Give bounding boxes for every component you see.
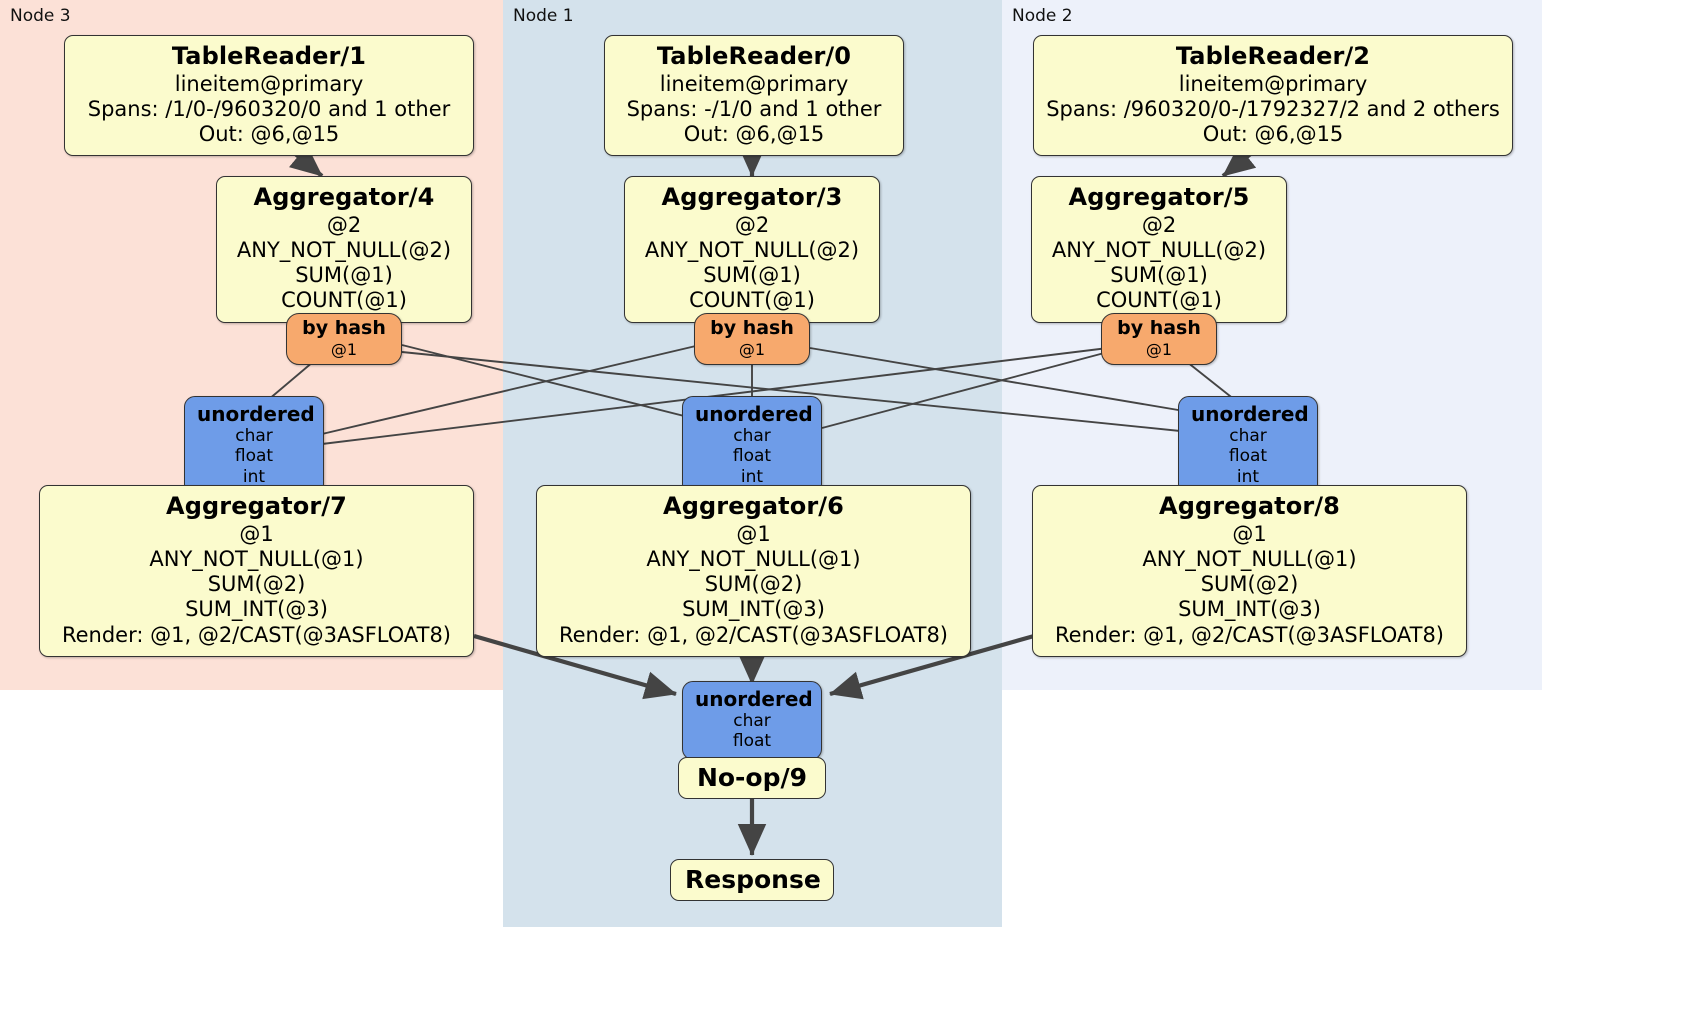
processor-title: TableReader/0: [656, 42, 852, 70]
processor-tablereader-2[interactable]: TableReader/2 lineitem@primary Spans: /9…: [1033, 35, 1513, 157]
synchronizer-type-3: int: [740, 466, 764, 487]
synchronizer-type-1: char: [235, 426, 273, 446]
router-key: @1: [1145, 339, 1173, 359]
processor-agg-func-2: SUM(@2): [207, 572, 306, 597]
processor-agg-func-3: SUM_INT(@3): [185, 597, 328, 622]
processor-out: Out: @6,@15: [683, 122, 825, 147]
processor-agg-func-1: ANY_NOT_NULL(@2): [236, 237, 452, 262]
synchronizer-title: unordered: [1191, 402, 1309, 426]
processor-aggregator-8[interactable]: Aggregator/8 @1 ANY_NOT_NULL(@1) SUM(@2)…: [1032, 485, 1467, 657]
processor-group-key: @1: [239, 521, 274, 546]
processor-title: Aggregator/3: [661, 183, 843, 211]
processor-tablereader-0[interactable]: TableReader/0 lineitem@primary Spans: -/…: [604, 35, 904, 157]
router-key: @1: [330, 339, 358, 359]
processor-group-key: @2: [734, 212, 770, 237]
synchronizer-title: unordered: [197, 402, 315, 426]
router-title: by hash: [710, 317, 794, 339]
processor-no-op-9[interactable]: No-op/9: [678, 757, 826, 799]
processor-agg-func-3: SUM_INT(@3): [1178, 597, 1321, 622]
processor-spans: Spans: /1/0-/960320/0 and 1 other: [87, 96, 451, 121]
processor-title: Aggregator/8: [1159, 492, 1340, 520]
router-title: by hash: [302, 317, 386, 339]
processor-title: Aggregator/5: [1068, 183, 1250, 211]
processor-agg-func-3: SUM_INT(@3): [682, 597, 825, 622]
synchronizer-type-2: float: [234, 446, 274, 467]
processor-group-key: @2: [1141, 212, 1177, 237]
synchronizer-type-2: float: [1228, 446, 1268, 467]
processor-spans: Spans: -/1/0 and 1 other: [626, 96, 882, 121]
synchronizer-type-3: int: [1236, 466, 1260, 487]
processor-out: Out: @6,@15: [198, 122, 340, 147]
processor-title: TableReader/2: [1175, 42, 1371, 70]
node-panel-label-node2: Node 2: [1012, 6, 1073, 26]
processor-aggregator-4[interactable]: Aggregator/4 @2 ANY_NOT_NULL(@2) SUM(@1)…: [216, 176, 472, 323]
processor-agg-func-2: SUM(@2): [1200, 572, 1299, 597]
processor-render: Render: @1, @2/CAST(@3ASFLOAT8): [1054, 622, 1445, 647]
processor-title: No-op/9: [696, 763, 808, 792]
router-by-hash-node1[interactable]: by hash @1: [694, 313, 810, 365]
node-panel-label-node1: Node 1: [513, 6, 574, 26]
processor-tablereader-1[interactable]: TableReader/1 lineitem@primary Spans: /1…: [64, 35, 474, 157]
processor-agg-func-2: SUM(@1): [1110, 263, 1208, 288]
synchronizer-type-2: float: [732, 731, 772, 752]
synchronizer-title: unordered: [695, 402, 813, 426]
synchronizer-title: unordered: [695, 687, 813, 711]
processor-agg-func-1: ANY_NOT_NULL(@1): [149, 546, 364, 571]
processor-agg-func-2: SUM(@2): [704, 572, 803, 597]
synchronizer-unordered-node3[interactable]: unordered char float int: [184, 396, 324, 496]
processor-spans: Spans: /960320/0-/1792327/2 and 2 others: [1046, 96, 1500, 121]
synchronizer-type-3: int: [242, 466, 266, 487]
router-title: by hash: [1117, 317, 1201, 339]
response-label: Response: [685, 865, 821, 894]
processor-render: Render: @1, @2/CAST(@3ASFLOAT8): [558, 622, 949, 647]
synchronizer-type-1: char: [1229, 426, 1267, 446]
processor-agg-func-3: COUNT(@1): [689, 288, 815, 313]
processor-agg-func-2: SUM(@1): [703, 263, 801, 288]
processor-table: lineitem@primary: [659, 71, 849, 96]
processor-agg-func-1: ANY_NOT_NULL(@2): [1051, 237, 1267, 262]
router-by-hash-node3[interactable]: by hash @1: [286, 313, 402, 365]
processor-agg-func-1: ANY_NOT_NULL(@1): [1142, 546, 1357, 571]
processor-aggregator-3[interactable]: Aggregator/3 @2 ANY_NOT_NULL(@2) SUM(@1)…: [624, 176, 880, 323]
processor-agg-func-2: SUM(@1): [295, 263, 393, 288]
processor-out: Out: @6,@15: [1202, 122, 1344, 147]
synchronizer-unordered-node1[interactable]: unordered char float int: [682, 396, 822, 496]
router-by-hash-node2[interactable]: by hash @1: [1101, 313, 1217, 365]
processor-render: Render: @1, @2/CAST(@3ASFLOAT8): [61, 622, 452, 647]
processor-agg-func-1: ANY_NOT_NULL(@2): [644, 237, 860, 262]
processor-table: lineitem@primary: [174, 71, 364, 96]
processor-aggregator-7[interactable]: Aggregator/7 @1 ANY_NOT_NULL(@1) SUM(@2)…: [39, 485, 474, 657]
node-panel-label-node3: Node 3: [10, 6, 71, 26]
processor-agg-func-1: ANY_NOT_NULL(@1): [646, 546, 861, 571]
processor-agg-func-3: COUNT(@1): [281, 288, 407, 313]
router-key: @1: [738, 339, 766, 359]
processor-table: lineitem@primary: [1178, 71, 1368, 96]
processor-group-key: @1: [736, 521, 771, 546]
processor-title: Aggregator/6: [663, 492, 844, 520]
processor-aggregator-5[interactable]: Aggregator/5 @2 ANY_NOT_NULL(@2) SUM(@1)…: [1031, 176, 1287, 323]
processor-agg-func-3: COUNT(@1): [1096, 288, 1222, 313]
synchronizer-unordered-final[interactable]: unordered char float: [682, 681, 822, 760]
processor-title: Aggregator/7: [166, 492, 347, 520]
processor-title: TableReader/1: [171, 42, 367, 70]
response-node[interactable]: Response: [670, 859, 834, 901]
processor-aggregator-6[interactable]: Aggregator/6 @1 ANY_NOT_NULL(@1) SUM(@2)…: [536, 485, 971, 657]
processor-title: Aggregator/4: [253, 183, 435, 211]
processor-group-key: @1: [1232, 521, 1267, 546]
synchronizer-unordered-node2[interactable]: unordered char float int: [1178, 396, 1318, 496]
synchronizer-type-1: char: [733, 426, 771, 446]
synchronizer-type-1: char: [733, 711, 771, 731]
processor-group-key: @2: [326, 212, 362, 237]
synchronizer-type-2: float: [732, 446, 772, 467]
